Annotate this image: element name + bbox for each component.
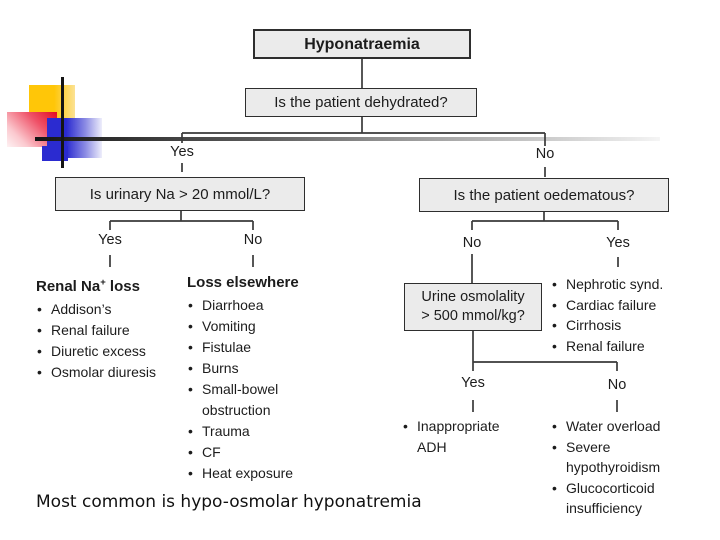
- node-question-urinary-na-label: Is urinary Na > 20 mmol/L?: [89, 185, 271, 203]
- branch-label-yes-urine: Yes: [461, 375, 485, 391]
- renal-header-text-post: loss: [105, 278, 140, 295]
- branch-label-no-dehydrated: No: [535, 146, 555, 162]
- urine-no-items: Water overloadSevere hypothyroidismGluco…: [551, 416, 677, 519]
- node-question-dehydrated: Is the patient dehydrated?: [245, 88, 477, 117]
- list-item: Burns: [187, 358, 307, 379]
- renal-na-loss-header: Renal Na+ loss: [36, 273, 178, 296]
- list-item: Osmolar diuresis: [36, 362, 178, 383]
- list-urine-yes: Inappropriate ADH: [402, 416, 506, 458]
- renal-header-text: Renal Na: [36, 278, 101, 295]
- urine-osmolality-line2: > 500 mmol/kg?: [421, 308, 525, 324]
- list-item: CF: [187, 442, 307, 463]
- loss-elsewhere-items: DiarrhoeaVomitingFistulaeBurnsSmall-bowe…: [187, 295, 307, 484]
- list-loss-elsewhere: Loss elsewhere DiarrhoeaVomitingFistulae…: [187, 273, 307, 484]
- branch-label-no-urinary: No: [243, 232, 263, 248]
- node-question-urinary-na: Is urinary Na > 20 mmol/L?: [55, 177, 305, 211]
- list-item: Trauma: [187, 421, 307, 442]
- list-item: Cirrhosis: [551, 315, 679, 336]
- list-item: Diuretic excess: [36, 341, 178, 362]
- urine-yes-items: Inappropriate ADH: [402, 416, 506, 458]
- node-hyponatraemia-label: Hyponatraemia: [304, 35, 420, 53]
- node-question-oedematous: Is the patient oedematous?: [419, 178, 669, 212]
- list-item: Renal failure: [36, 320, 178, 341]
- list-item: Cardiac failure: [551, 295, 679, 316]
- branch-label-yes-dehydrated: Yes: [170, 144, 194, 160]
- list-item: Small-bowel obstruction: [187, 379, 307, 421]
- node-question-urine-osmolality: Urine osmolality > 500 mmol/kg?: [404, 283, 542, 331]
- branch-label-yes-urinary: Yes: [98, 232, 122, 248]
- list-item: Severe hypothyroidism: [551, 437, 677, 478]
- list-item: Fistulae: [187, 337, 307, 358]
- decor-vertical-line: [61, 77, 65, 168]
- list-oedematous-yes: Nephrotic synd.Cardiac failureCirrhosisR…: [551, 274, 679, 356]
- urine-osmolality-line1: Urine osmolality: [421, 289, 525, 305]
- node-question-dehydrated-label: Is the patient dehydrated?: [274, 94, 448, 111]
- list-renal-na-loss: Renal Na+ loss Addison’sRenal failureDiu…: [36, 273, 178, 383]
- list-item: Addison’s: [36, 299, 178, 320]
- renal-na-loss-items: Addison’sRenal failureDiuretic excessOsm…: [36, 299, 178, 383]
- branch-label-no-urine: No: [607, 377, 627, 393]
- list-item: Renal failure: [551, 336, 679, 357]
- list-item: Vomiting: [187, 316, 307, 337]
- node-hyponatraemia: Hyponatraemia: [253, 29, 471, 59]
- list-item: Nephrotic synd.: [551, 274, 679, 295]
- decor-gradient-divider-line: [35, 137, 660, 141]
- renal-header-superscript: +: [100, 277, 106, 288]
- oedematous-yes-items: Nephrotic synd.Cardiac failureCirrhosisR…: [551, 274, 679, 356]
- list-item: Water overload: [551, 416, 677, 437]
- slide-caption: Most common is hypo-osmolar hyponatremia: [36, 492, 422, 512]
- list-urine-no: Water overloadSevere hypothyroidismGluco…: [551, 416, 677, 519]
- node-question-oedematous-label: Is the patient oedematous?: [453, 186, 635, 204]
- list-item: Diarrhoea: [187, 295, 307, 316]
- list-item: Glucocorticoid insufficiency: [551, 478, 677, 519]
- branch-label-no-oedematous: No: [462, 235, 482, 251]
- loss-elsewhere-header: Loss elsewhere: [187, 274, 299, 291]
- list-item: Heat exposure: [187, 463, 307, 484]
- list-item: Inappropriate ADH: [402, 416, 506, 458]
- branch-label-yes-oedematous: Yes: [606, 235, 630, 251]
